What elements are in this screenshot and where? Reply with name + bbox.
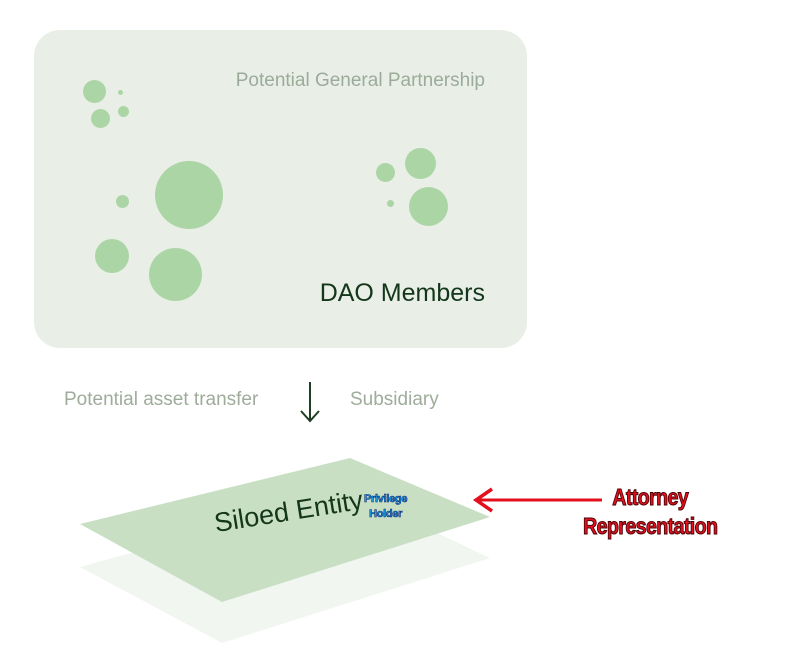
member-dot bbox=[409, 187, 448, 226]
down-arrow-icon bbox=[300, 382, 320, 423]
member-dot bbox=[116, 195, 129, 208]
dao-members-label: DAO Members bbox=[319, 279, 485, 307]
subsidiary-label: Subsidiary bbox=[350, 389, 439, 410]
member-dot bbox=[118, 106, 129, 117]
attorney-line-2: Representation bbox=[583, 513, 719, 540]
attorney-line-1: Attorney bbox=[612, 484, 689, 511]
privilege-holder-label: Privilege Holder bbox=[364, 492, 408, 522]
left-arrow-icon bbox=[472, 487, 602, 513]
partnership-label: Potential General Partnership bbox=[235, 70, 485, 91]
privilege-line-2: Holder bbox=[369, 508, 403, 521]
member-dot bbox=[405, 148, 436, 179]
member-dot bbox=[387, 200, 394, 207]
privilege-line-1: Privilege bbox=[364, 493, 408, 506]
member-dot bbox=[155, 161, 223, 229]
member-dot bbox=[83, 80, 106, 103]
member-dot bbox=[376, 163, 395, 182]
attorney-representation-label: Attorney Representation bbox=[583, 483, 719, 541]
member-dot bbox=[91, 109, 110, 128]
member-dot bbox=[149, 248, 202, 301]
member-dot bbox=[118, 90, 123, 95]
entity-top-slab bbox=[80, 458, 490, 602]
general-partnership-panel: Potential General Partnership DAO Member… bbox=[34, 30, 527, 348]
asset-transfer-label: Potential asset transfer bbox=[64, 389, 259, 410]
member-dot bbox=[95, 239, 129, 273]
